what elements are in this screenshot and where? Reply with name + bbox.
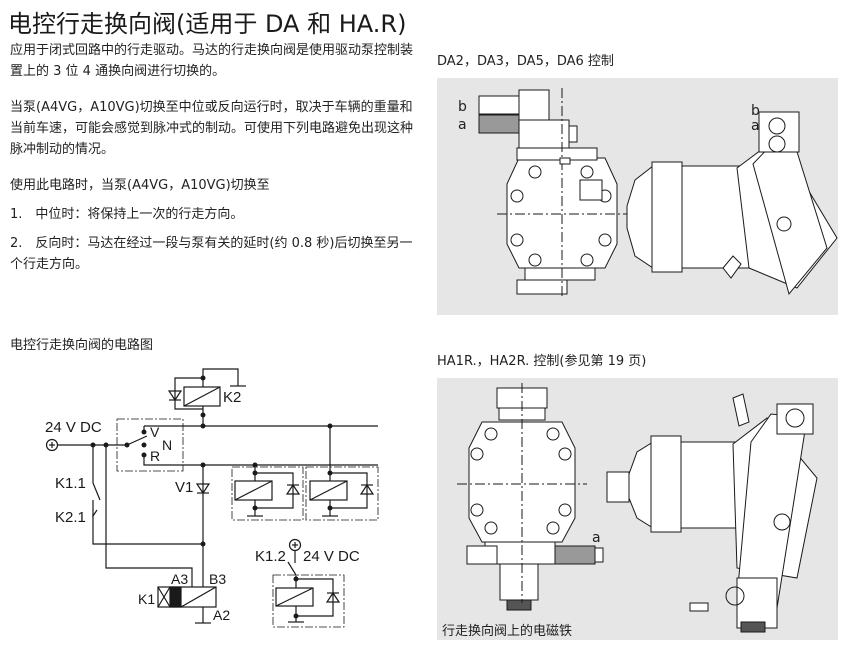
label-supply-2: 24 V DC [303, 548, 360, 565]
label-k1: K1 [138, 591, 155, 607]
label-k12: K1.2 [255, 548, 286, 565]
port-label-a-side: a [751, 118, 760, 134]
plus-terminal-icon [45, 438, 59, 452]
port-label-b: b [458, 99, 467, 115]
solenoid-box-1 [231, 465, 304, 521]
coil-k1 [157, 586, 217, 624]
paragraph-intro: 应用于闭式回路中的行走驱动。马达的行走换向阀是使用驱动泵控制装置上的 3 位 4… [10, 43, 414, 79]
solenoid-box-2 [305, 426, 379, 521]
list-item-reverse: 2. 反向时：马达在经过一段与泵有关的延时(约 0.8 秒)后切换至另一个行走方… [10, 236, 413, 272]
junction-dots [90, 375, 333, 619]
pump-drawing-da [478, 88, 838, 298]
port-label-a-ha: a [592, 530, 601, 546]
pump-drawing-ha [457, 383, 818, 633]
page-title: 电控行走换向阀(适用于 DA 和 HA.R) [8, 10, 407, 38]
label-k2: K2 [223, 389, 241, 406]
label-a2: A2 [213, 607, 230, 623]
circuit-diagram: K2 24 V DC V N R K1.1 K2.1 V1 A3 B3 K1 A… [45, 368, 379, 628]
figure1-caption: DA2，DA3，DA5，DA6 控制 [437, 54, 614, 69]
label-v: V [150, 424, 160, 440]
label-k21: K2.1 [55, 509, 86, 526]
port-label-a: a [458, 117, 467, 133]
label-r: R [150, 448, 160, 464]
solenoid-box-k12 [272, 538, 345, 628]
figure2-caption: HA1R.，HA2R. 控制(参见第 19 页) [437, 354, 647, 369]
figure1-panel: b a b a [437, 78, 838, 315]
label-b3: B3 [209, 571, 226, 587]
label-n: N [162, 437, 172, 453]
circuit-heading: 电控行走换向阀的电路图 [10, 338, 154, 353]
label-a3: A3 [171, 571, 188, 587]
label-k11: K1.1 [55, 475, 86, 492]
relay-k2 [167, 368, 246, 426]
port-label-b-side: b [751, 103, 760, 119]
list-item-neutral: 1. 中位时：将保持上一次的行走方向。 [10, 207, 244, 222]
label-v1: V1 [175, 479, 193, 496]
label-supply: 24 V DC [45, 419, 102, 436]
paragraph-usage: 使用此电路时，当泵(A4VG，A10VG)切换至 [10, 178, 270, 193]
paragraph-problem: 当泵(A4VG，A10VG)切换至中位或反向运行时，取决于车辆的重量和当前车速，… [10, 100, 414, 157]
figure2-panel: a 行走换向阀上的电磁铁 [437, 378, 838, 640]
figure2-footnote: 行走换向阀上的电磁铁 [442, 624, 573, 639]
